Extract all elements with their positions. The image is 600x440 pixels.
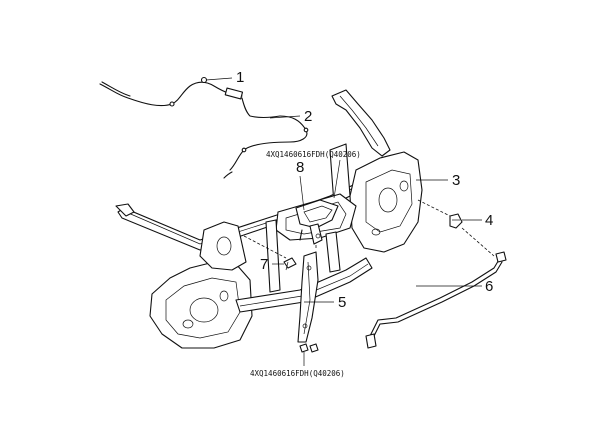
part-code-upper: 4XQ1460616FDH(Q40206) <box>266 150 361 159</box>
callout-1: 1 <box>236 69 244 86</box>
callout-4: 4 <box>485 212 493 229</box>
callout-6: 6 <box>485 278 493 295</box>
hood-latch <box>295 199 339 245</box>
callout-8: 8 <box>296 159 304 176</box>
bolt-part <box>283 257 297 271</box>
cable-assembly <box>223 115 309 179</box>
hood-stay-rod <box>365 251 507 349</box>
callout-3: 3 <box>452 172 460 189</box>
center-stay-bracket <box>297 251 319 353</box>
part-code-lower: 4XQ1460616FDH(Q40206) <box>250 369 345 378</box>
hood-release-cable <box>99 76 281 119</box>
callout-7: 7 <box>260 256 268 273</box>
callout-2: 2 <box>304 108 312 125</box>
clip-part <box>449 213 463 229</box>
radiator-support-frame <box>115 89 423 349</box>
leader-lines <box>205 77 482 366</box>
callout-5: 5 <box>338 294 346 311</box>
